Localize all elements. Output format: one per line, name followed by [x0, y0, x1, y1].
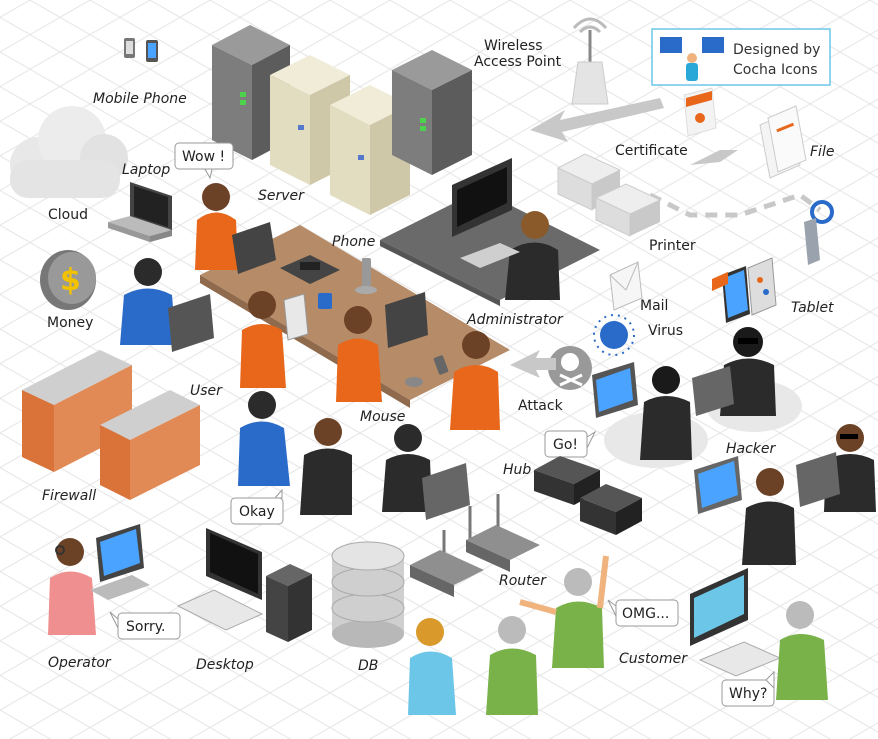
router-icon [410, 494, 540, 597]
label-desktop: Desktop [196, 657, 254, 673]
wow-bubble: Wow ! [174, 142, 234, 180]
firewall-icon [22, 350, 200, 500]
label-virus: Virus [648, 323, 683, 339]
administrator-person [460, 211, 560, 300]
label-money: Money [47, 315, 93, 331]
label-server: Server [258, 188, 305, 204]
label-cloud: Cloud [48, 207, 88, 223]
blue-man-person [120, 258, 214, 352]
okay-bubble: Okay [230, 488, 284, 525]
shouting-elder-person [519, 555, 609, 668]
sorry-bubble-text: Sorry. [126, 619, 165, 635]
smartphone-icon [433, 355, 449, 375]
attack-arrow [510, 350, 556, 378]
desktop-computer-icon [176, 528, 312, 642]
tablet-woman-person [240, 291, 309, 388]
label-wireless-line1: Wireless [484, 38, 543, 54]
label-hub: Hub [503, 462, 531, 478]
label-mail: Mail [640, 298, 668, 314]
virus-icon [593, 314, 635, 356]
dashed-connection [648, 192, 822, 218]
database-icon [331, 541, 405, 648]
label-tablet: Tablet [791, 300, 834, 316]
mail-icon [609, 261, 643, 311]
label-firewall: Firewall [42, 488, 96, 504]
label-certificate: Certificate [615, 143, 688, 159]
certificate-icon [683, 87, 717, 137]
key-icon [804, 200, 834, 265]
label-printer: Printer [649, 238, 696, 254]
handshake-blue-person [238, 391, 290, 486]
mug-icon [318, 293, 332, 309]
sorry-bubble: Sorry. [109, 611, 181, 640]
label-file: File [810, 144, 834, 160]
money-icon: $ [40, 250, 96, 310]
admin-monitor-icon [452, 158, 512, 237]
label-customer: Customer [619, 651, 688, 667]
label-hacker: Hacker [726, 441, 777, 457]
laptop-woman-person [195, 183, 276, 274]
customer-monitor-icon [690, 271, 782, 677]
elder-man-person [486, 616, 538, 715]
label-router: Router [499, 573, 547, 589]
credit-line1: Designed by [733, 42, 820, 58]
omg-bubble-text: OMG... [622, 606, 669, 622]
svg-text:$: $ [60, 263, 81, 298]
wow-bubble-text: Wow ! [182, 149, 225, 165]
omg-bubble: OMG... [607, 599, 679, 627]
server-icon [212, 25, 472, 215]
arrow-to-access-point [530, 98, 664, 142]
phone-woman-person [450, 331, 500, 430]
printer-icon [556, 153, 662, 237]
credit-line2: Cocha Icons [733, 62, 818, 78]
label-administrator: Administrator [466, 312, 564, 328]
file-icon [759, 105, 807, 179]
hacker-main-person [592, 362, 692, 460]
label-phone: Phone [332, 234, 375, 250]
go-bubble-text: Go! [553, 437, 578, 453]
laptop-icon [108, 182, 172, 242]
label-user: User [190, 383, 223, 399]
okay-bubble-text: Okay [239, 504, 275, 520]
label-laptop: Laptop [122, 162, 170, 178]
label-mouse: Mouse [360, 409, 405, 425]
mouse-icon [405, 377, 423, 387]
cordless-phone-icon [355, 258, 377, 294]
label-operator: Operator [48, 655, 112, 671]
hacker-bottom-person [694, 456, 796, 565]
operator-person [48, 524, 150, 635]
why-bubble: Why? [721, 670, 775, 707]
label-mobile-phone: Mobile Phone [93, 91, 187, 107]
mobile-phone-icon [124, 38, 158, 62]
desk-phone-icon [280, 255, 340, 284]
skull-icon [548, 346, 592, 390]
laptop-suit-person [382, 424, 470, 520]
customer-person [776, 601, 828, 700]
credit-box: Designed by Cocha Icons [651, 28, 831, 86]
blue-woman-person [408, 618, 456, 715]
hacker-right-person [692, 327, 776, 416]
designer-icon [660, 37, 724, 81]
laptop-woman-2-person [336, 292, 428, 402]
arrow-to-file [690, 150, 738, 165]
label-wireless-line2: Access Point [474, 54, 562, 70]
label-attack: Attack [518, 398, 564, 414]
wireless-access-point-icon [571, 17, 609, 105]
handshake-suit-person [300, 418, 352, 515]
label-db: DB [358, 658, 378, 674]
why-bubble-text: Why? [729, 686, 767, 702]
cloud-icon [10, 106, 128, 198]
go-bubble: Go! [544, 430, 597, 458]
tablet-icon [722, 257, 777, 323]
hacker-woman-person [796, 424, 876, 512]
hub-icon [534, 456, 642, 535]
